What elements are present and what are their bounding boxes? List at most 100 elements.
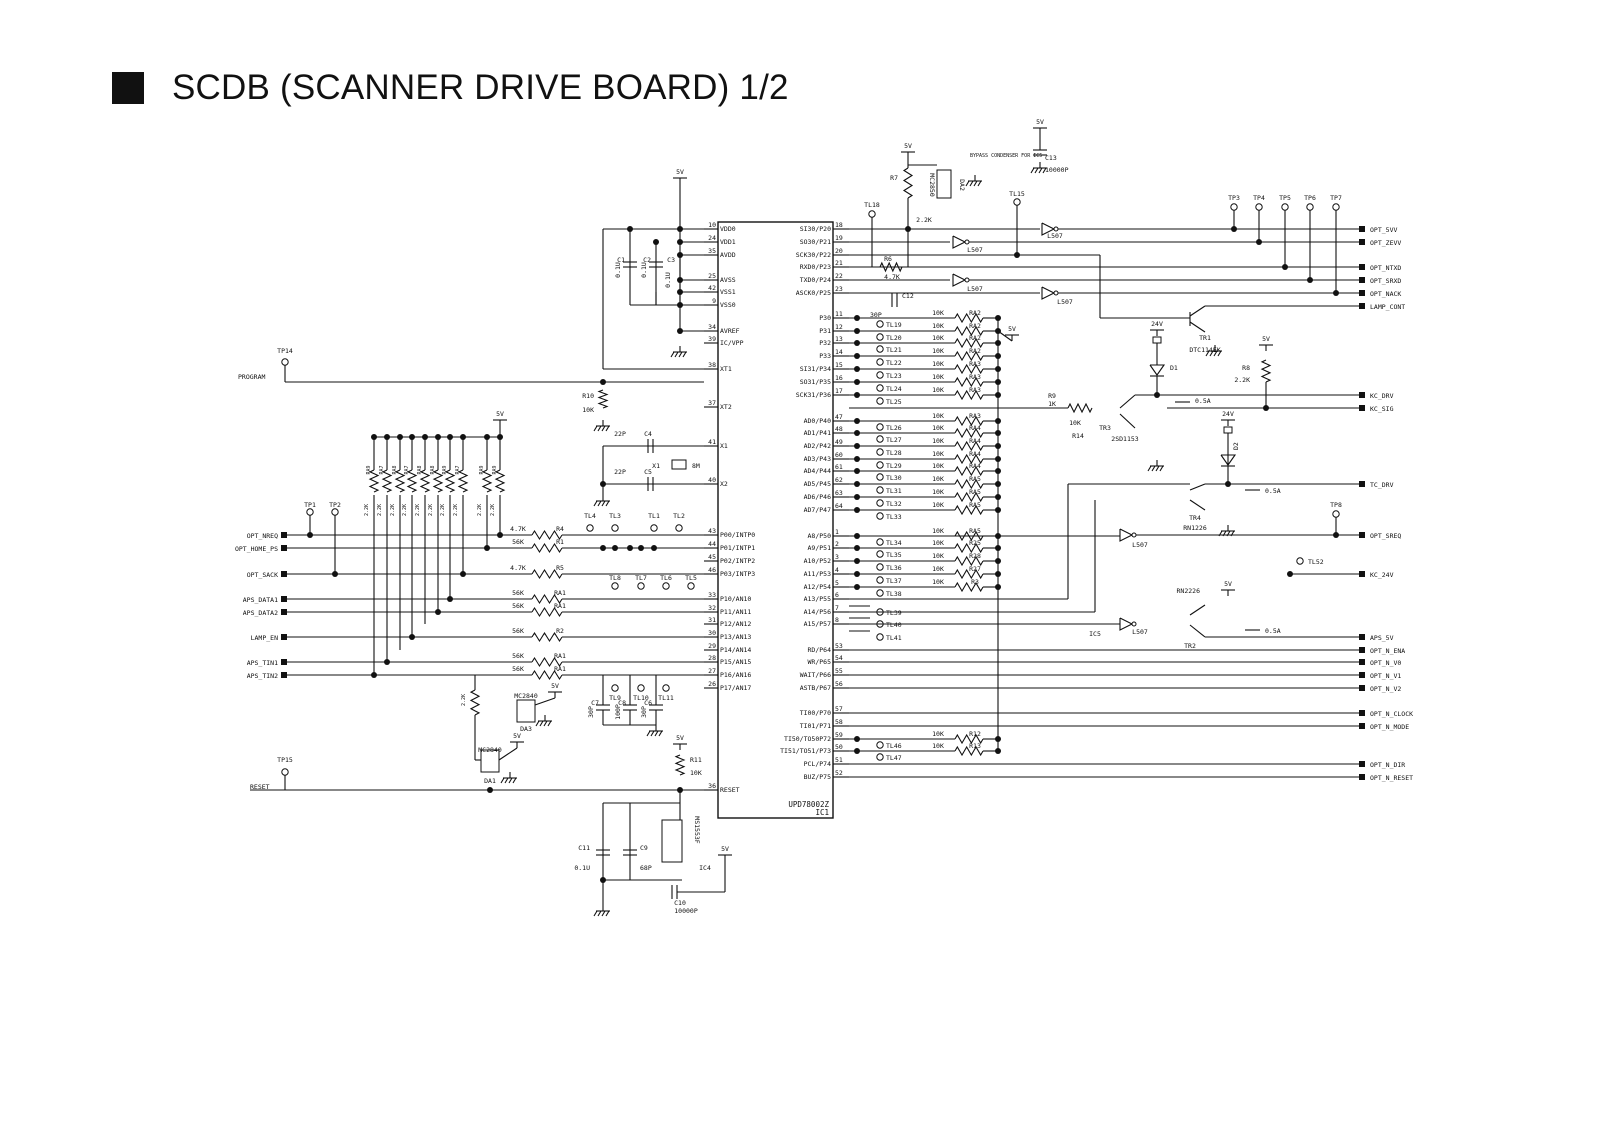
ic1-pin-name: VSS1 (720, 288, 736, 296)
pullup-ref: RA5 (969, 475, 981, 483)
ic1-pin-number: 17 (835, 387, 843, 395)
ic1-pin-name: A8/P50 (808, 532, 832, 540)
title-square (112, 72, 144, 104)
connector-kc_drv (1359, 392, 1365, 398)
buffer-bubble (1053, 226, 1059, 232)
tl-point (876, 320, 884, 328)
resistor (954, 478, 984, 490)
cap-value: 30P (640, 706, 648, 718)
junction-dot (854, 558, 860, 564)
tl-point (611, 524, 619, 532)
ic1-pin-number: 44 (708, 540, 716, 548)
ic1-pin-name: WAIT/P66 (800, 671, 831, 679)
tl-point (662, 684, 670, 692)
series-res-value: 56K (512, 602, 524, 610)
tl-label: TL41 (886, 634, 902, 642)
right-connector-opt_srxd: OPT_SRXD (1370, 277, 1401, 285)
right-connector-opt_n_v1: OPT_N_V1 (1370, 672, 1401, 680)
ic5-ref: IC5 (1089, 630, 1101, 638)
ic1-body (717, 221, 834, 819)
resistor (954, 389, 984, 401)
fuse-d2 (1223, 426, 1233, 434)
tp-label: TP5 (1279, 194, 1291, 202)
tl-point (675, 524, 683, 532)
tp-point (1306, 203, 1314, 211)
ic1-pin-number: 39 (708, 335, 716, 343)
tr3-emitter (1119, 413, 1136, 429)
ic1-pin-name: P16/AN16 (720, 671, 751, 679)
tl-point (637, 582, 645, 590)
pullup-value: 10K (932, 501, 944, 509)
resistor (954, 491, 984, 503)
c10-value: 10000P (674, 907, 698, 915)
ic1-pin-name: SI31/P34 (800, 365, 831, 373)
pullup-value: 10K (932, 309, 944, 317)
right-connector-aps_5v: APS_5V (1370, 634, 1394, 642)
ic1-pin-number: 31 (708, 616, 716, 624)
pullup-ref: RA5 (969, 527, 981, 535)
r6-value: 4.7K (884, 273, 900, 281)
left-connector-opt_home_ps: OPT_HOME_PS (235, 545, 278, 553)
vcc-label: 5V (1262, 335, 1270, 343)
ra-ref: RA9 (479, 465, 485, 474)
junction-dot (371, 672, 377, 678)
ic1-pin-number: 58 (835, 718, 843, 726)
tr3-part: 2SD1153 (1111, 435, 1138, 443)
ra-ref: RA8 (430, 465, 436, 474)
ic1-pin-name: SCK30/P22 (796, 251, 831, 259)
resistor (1260, 359, 1272, 383)
tl18-label: TL18 (864, 201, 880, 209)
pullup-ref: RA4 (969, 424, 981, 432)
tl-label: TL38 (886, 590, 902, 598)
ic1-pin-number: 6 (835, 591, 839, 599)
ground-hatch (605, 425, 610, 432)
left-connector-aps_data2: APS_DATA2 (243, 609, 278, 617)
ra-ref: RA9 (442, 465, 448, 474)
tl-point (876, 538, 884, 546)
ic1-pin-number: 10 (708, 221, 716, 229)
pullup-value: 10K (932, 373, 944, 381)
ic1-pin-number: 61 (835, 463, 843, 471)
resistor (902, 167, 914, 199)
ground-hatch (601, 500, 606, 507)
resistor (457, 469, 469, 493)
junction-dot (1287, 571, 1293, 577)
tl-point (876, 633, 884, 641)
ic1-pin-number: 25 (708, 272, 716, 280)
c11-value: 0.1U (574, 864, 590, 872)
tp14 (281, 358, 289, 366)
ic1-pin-name: A10/P52 (804, 557, 831, 565)
ground-hatch (1151, 465, 1156, 472)
resistor (531, 568, 563, 580)
tl-label: TL40 (886, 621, 902, 629)
ic1-pin-name: P15/AN15 (720, 658, 751, 666)
series-res-ref: R1 (556, 538, 564, 546)
tl-point (662, 582, 670, 590)
connector-opt_nack (1359, 290, 1365, 296)
series-res-ref: RA1 (554, 602, 566, 610)
ic1-pin-name: AD4/P44 (804, 467, 831, 475)
tl52 (1296, 557, 1304, 565)
resistor (954, 312, 984, 324)
tp1 (306, 508, 314, 516)
tl-point (876, 753, 884, 761)
connector-opt_nreq (281, 532, 287, 538)
ground-hatch (605, 500, 610, 507)
ic1-pin-number: 46 (708, 566, 716, 574)
c5-value: 22P (614, 468, 626, 476)
ra-ref: RA9 (492, 465, 498, 474)
resistor (954, 555, 984, 567)
tl-label: TL25 (886, 398, 902, 406)
tl-point (611, 684, 619, 692)
r7-ref: R7 (890, 174, 898, 182)
pullup-value: 10K (932, 322, 944, 330)
junction-dot (384, 659, 390, 665)
resistor (406, 469, 418, 493)
ground-hatch (597, 910, 602, 917)
connector-tc_drv (1359, 481, 1365, 487)
tr2-ref: TR2 (1184, 642, 1196, 650)
connector-opt_n_dir (1359, 761, 1365, 767)
junction-dot (677, 328, 683, 334)
buffer-bubble (1131, 532, 1137, 538)
cap-value: 100P (614, 704, 622, 720)
